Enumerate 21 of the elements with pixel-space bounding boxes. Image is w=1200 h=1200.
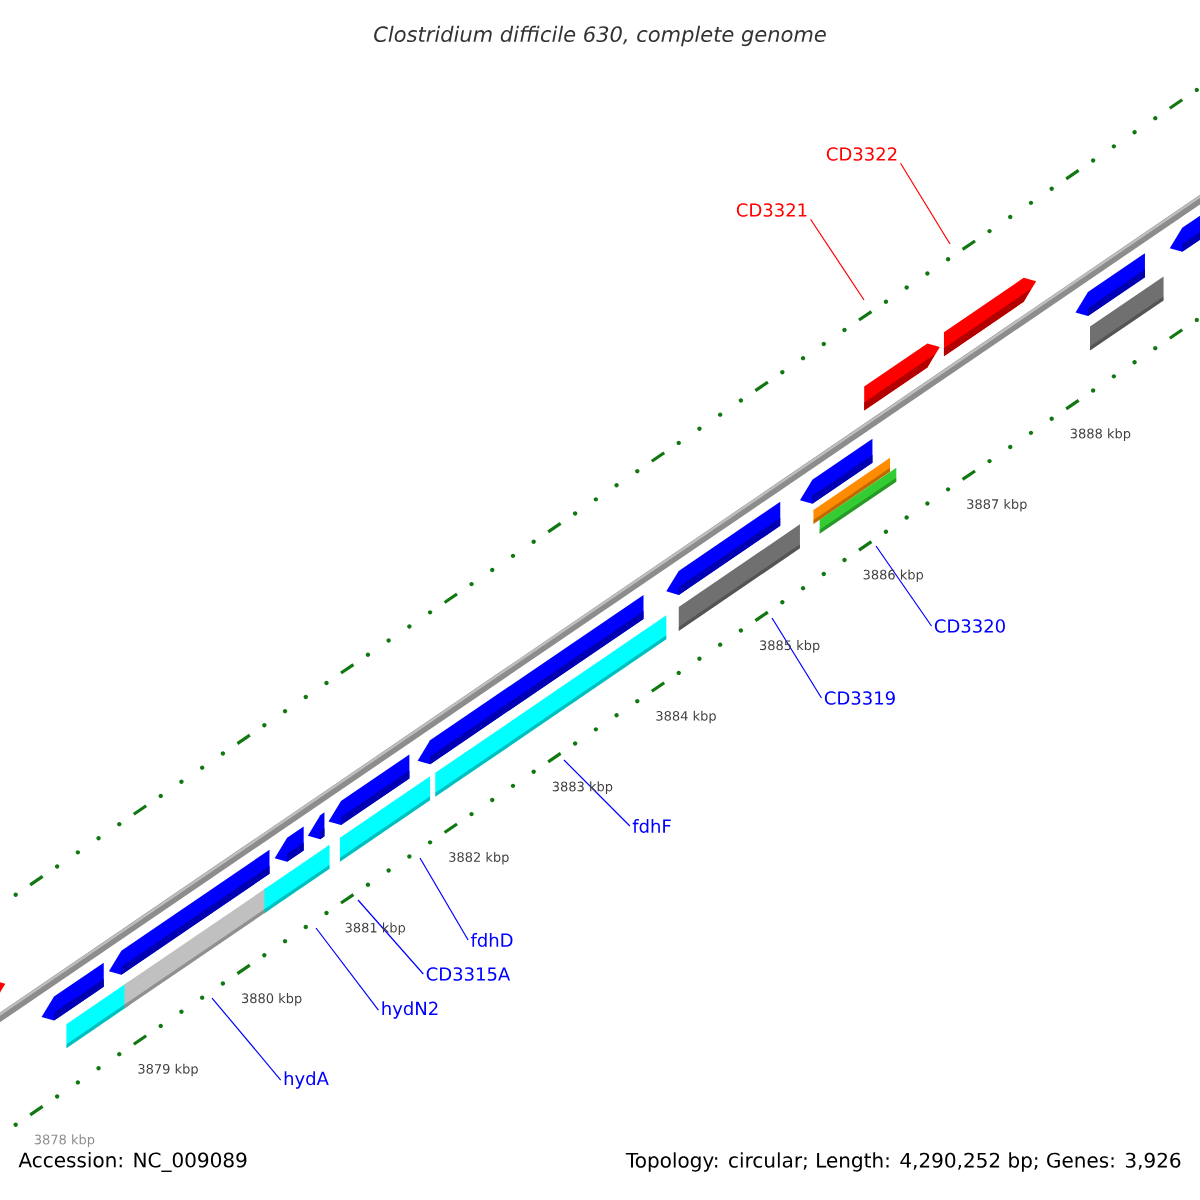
gene-label: CD3321 [736, 203, 807, 217]
gene-label: CD3319 [824, 691, 895, 705]
accession-text: Accession: NC_009089 [18, 1152, 247, 1172]
leader-line [899, 162, 951, 245]
leader-line [809, 218, 865, 301]
gene-label: CD3320 [934, 619, 1005, 633]
leader-line [211, 997, 282, 1081]
gene-label: hydA [284, 1071, 329, 1089]
leader-line [357, 899, 424, 975]
gene-label: CD3322 [826, 147, 897, 161]
leader-line [419, 857, 469, 941]
title: Clostridium difficile 630, complete genome [374, 25, 826, 47]
leader-line [875, 545, 933, 627]
leader-line [315, 927, 379, 1011]
gene-label: hydN2 [382, 1001, 438, 1019]
leader-line [771, 617, 823, 699]
gene-label: fdhD [470, 933, 513, 947]
gene-label: CD3315A [426, 967, 511, 981]
genome-info-text: Topology: circular; Length: 4,290,252 bp; Genes: 3,926 [625, 1152, 1181, 1172]
gene-label: fdhF [632, 819, 671, 833]
leader-line [563, 759, 631, 827]
